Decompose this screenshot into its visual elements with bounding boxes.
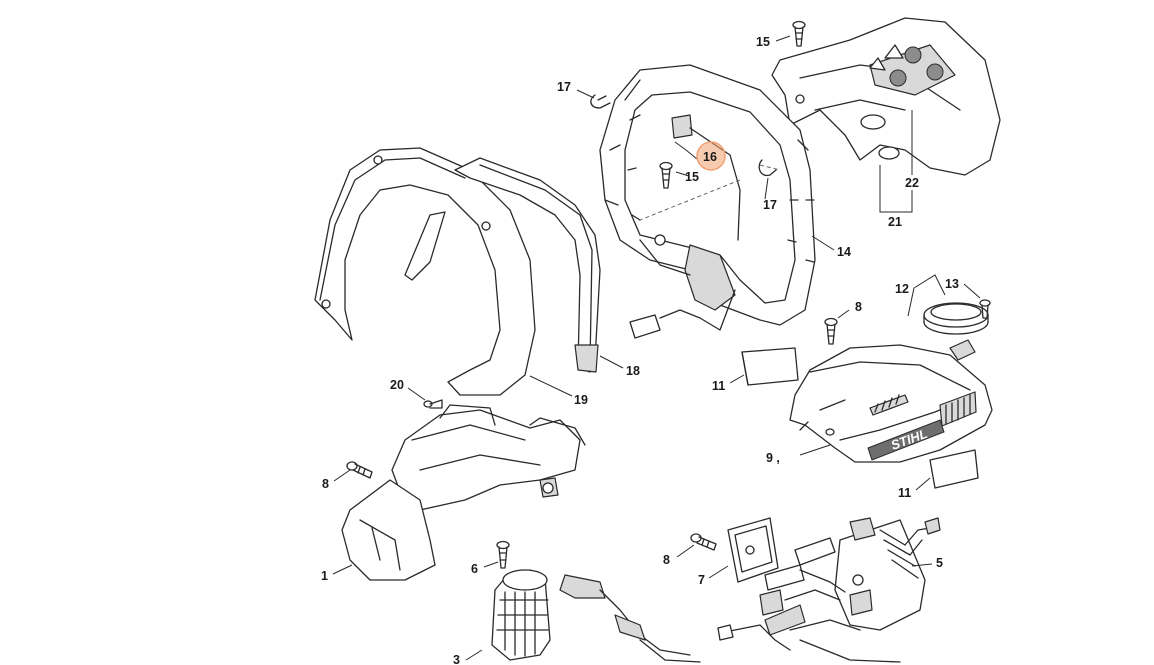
motor-cover-part[interactable]: STIHL: [789, 344, 993, 463]
callout-labels: 15 17 16 15 17 14 22 21 12 13 8 18 19 20…: [321, 35, 959, 665]
screw-icon: [792, 20, 806, 47]
callout-11[interactable]: 11: [898, 486, 911, 500]
screw-icon: [824, 317, 838, 345]
leader-lines: [332, 35, 981, 661]
callout-9[interactable]: 9 ,: [766, 451, 780, 465]
module-plate-part[interactable]: [727, 517, 779, 583]
screw-icon: [423, 399, 443, 409]
front-handle-part[interactable]: [314, 147, 536, 396]
screw-icon: [346, 461, 373, 479]
callout-13[interactable]: 13: [945, 277, 959, 291]
block-part[interactable]: [741, 347, 799, 386]
callout-16[interactable]: 16: [703, 150, 717, 164]
lower-housing-part[interactable]: [341, 404, 586, 581]
callout-20[interactable]: 20: [390, 378, 404, 392]
callout-8[interactable]: 8: [322, 477, 329, 491]
top-cover-part[interactable]: [771, 17, 1001, 176]
callout-19[interactable]: 19: [574, 393, 588, 407]
callout-18[interactable]: 18: [626, 364, 640, 378]
plug-part[interactable]: [949, 339, 976, 361]
callout-8[interactable]: 8: [663, 553, 670, 567]
electronics-part[interactable]: [717, 517, 941, 663]
callout-17[interactable]: 17: [557, 80, 571, 94]
callout-3[interactable]: 3: [453, 653, 460, 665]
screw-icon: [690, 533, 717, 551]
callout-17[interactable]: 17: [763, 198, 777, 212]
callout-21[interactable]: 21: [888, 215, 902, 229]
callout-8[interactable]: 8: [855, 300, 862, 314]
callout-11[interactable]: 11: [712, 379, 725, 393]
screw-icon: [659, 161, 673, 189]
warning-labels-icon: [869, 44, 944, 87]
motor-part[interactable]: [491, 569, 701, 663]
callout-7[interactable]: 7: [698, 573, 705, 587]
callout-22[interactable]: 22: [905, 176, 919, 190]
callout-6[interactable]: 6: [471, 562, 478, 576]
callout-5[interactable]: 5: [936, 556, 943, 570]
callout-1[interactable]: 1: [321, 569, 328, 583]
screw-icon: [979, 299, 991, 319]
callout-15[interactable]: 15: [756, 35, 770, 49]
handle-strip-part[interactable]: [454, 157, 601, 373]
handle-housing-part[interactable]: [590, 64, 816, 339]
callout-12[interactable]: 12: [895, 282, 909, 296]
cap-ring-part[interactable]: [923, 302, 989, 335]
callout-14[interactable]: 14: [837, 245, 851, 259]
block-part[interactable]: [929, 449, 979, 489]
screw-icon: [496, 540, 510, 569]
callout-16-highlight[interactable]: [696, 141, 726, 171]
callout-15[interactable]: 15: [685, 170, 699, 184]
